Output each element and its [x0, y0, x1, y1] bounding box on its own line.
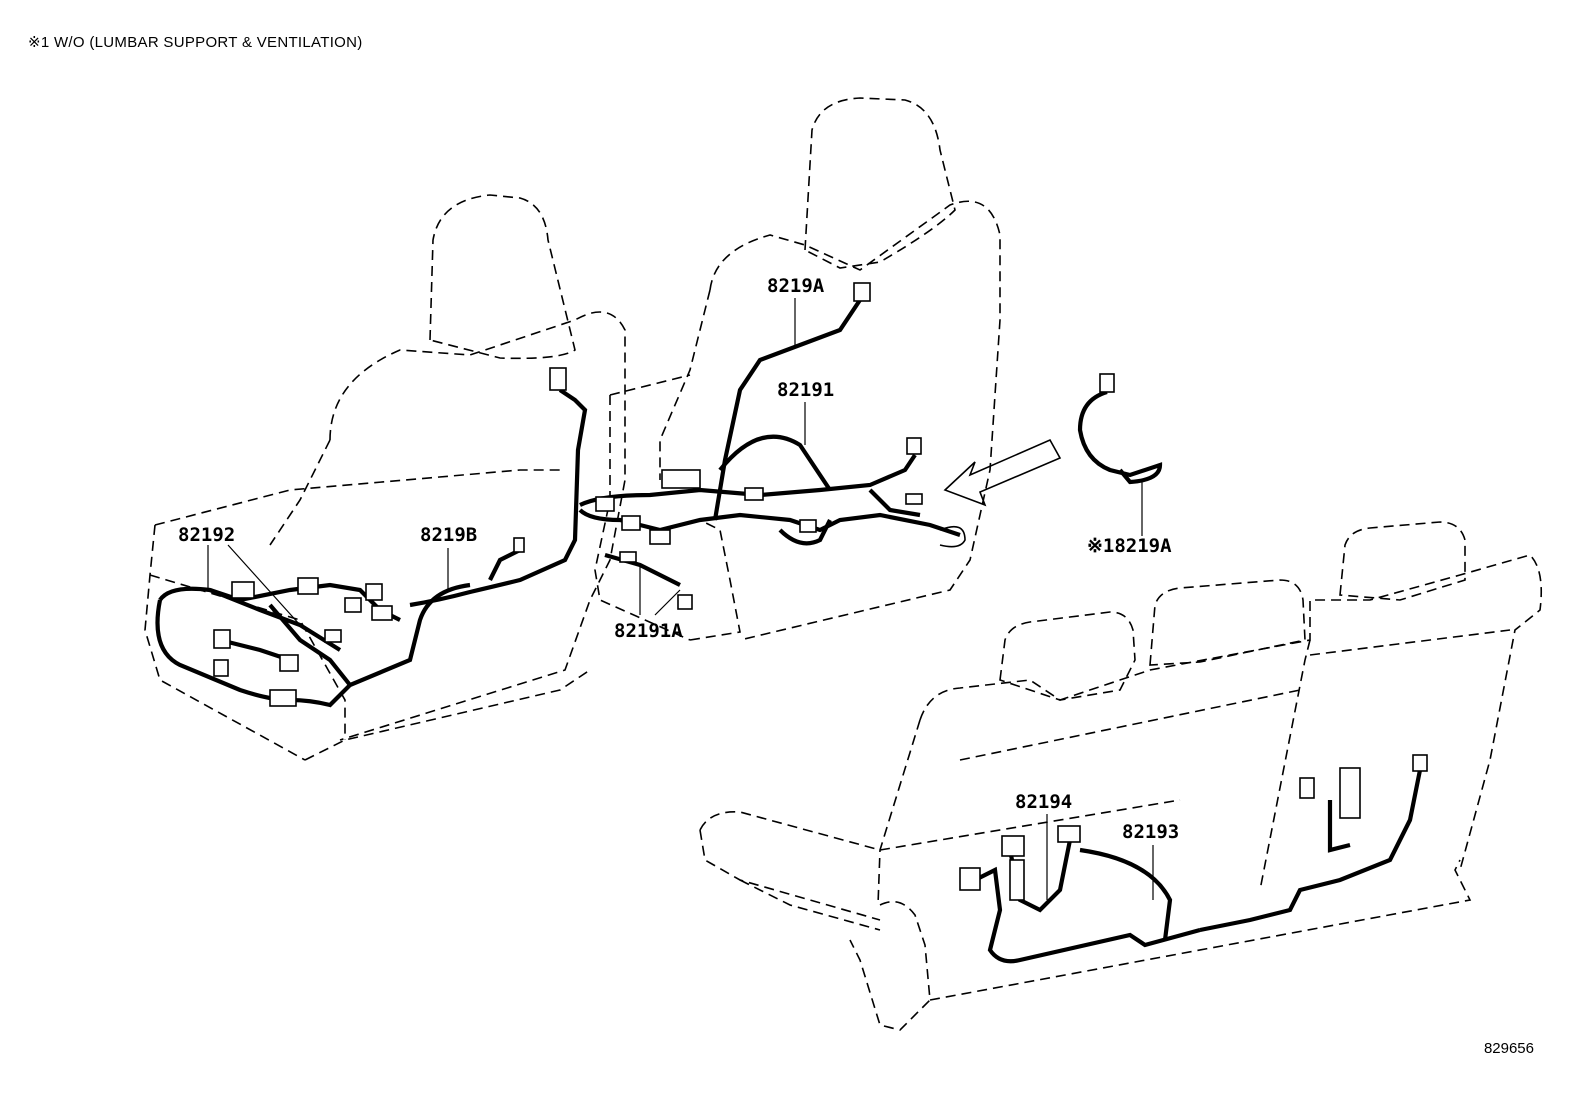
rear-bench-seat	[699, 521, 1543, 1031]
harness-82191	[578, 434, 966, 548]
footnote-text: ※1 W/O (LUMBAR SUPPORT & VENTILATION)	[28, 34, 363, 51]
harness-82191A	[604, 551, 693, 610]
label-82194: 82194	[1015, 791, 1072, 813]
label-82192: 82192	[178, 524, 235, 546]
label-8219A-alt: ※18219A	[1087, 535, 1172, 557]
right-front-seat	[594, 97, 1001, 641]
label-8219A: 8219A	[767, 275, 825, 297]
label-82193: 82193	[1122, 821, 1179, 843]
harness-8219A	[712, 282, 871, 521]
harness-82194	[959, 754, 1428, 964]
harness-8219A-alt	[1077, 373, 1163, 485]
figure-number: 829656	[1483, 1040, 1534, 1057]
label-8219B: 8219B	[420, 524, 477, 546]
left-front-seat	[144, 194, 626, 761]
label-82191: 82191	[777, 379, 834, 401]
harness-82192	[155, 577, 471, 708]
label-82191A: 82191A	[614, 620, 683, 642]
view-arrow	[943, 438, 1062, 507]
leader-lines	[207, 298, 1154, 900]
harness-8219B	[409, 367, 588, 608]
